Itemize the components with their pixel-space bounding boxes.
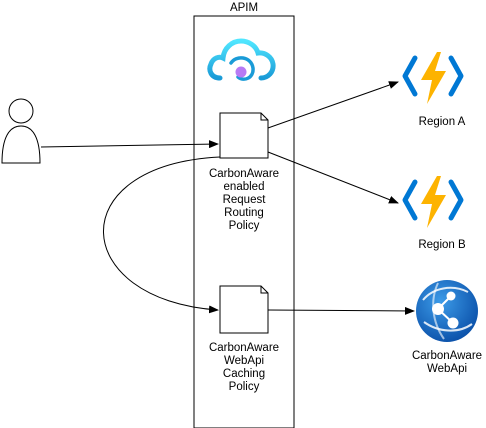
user-icon — [1, 98, 41, 164]
caching-policy-label: CarbonAware WebApi Caching Policy — [194, 342, 294, 394]
routing-policy-line: Routing — [224, 207, 264, 219]
caching-policy-line: Policy — [228, 381, 260, 393]
document-icon — [219, 285, 269, 334]
routing-policy-line: CarbonAware — [208, 168, 280, 180]
caching-policy-line: WebApi — [223, 355, 265, 367]
webapi-label: CarbonAware WebApi — [402, 350, 486, 376]
webapi-line: WebApi — [426, 363, 468, 375]
webapi-line: CarbonAware — [411, 350, 483, 362]
routing-policy-line: Policy — [228, 220, 260, 232]
edge-routing-to-region-b — [267, 151, 399, 204]
region-b-label: Region B — [418, 239, 466, 251]
api-management-cloud-icon — [207, 38, 276, 81]
azure-web-app-icon — [416, 280, 478, 342]
azure-function-icon — [402, 52, 464, 104]
apim-label: APIM — [229, 2, 259, 14]
edge-routing-to-caching-policy — [103, 156, 221, 314]
edge-routing-to-region-a — [267, 81, 399, 129]
edge-caching-to-webapi — [267, 306, 415, 315]
edge-user-to-routing-policy — [40, 140, 219, 149]
routing-policy-line: enabled — [223, 181, 265, 193]
region-a-label: Region A — [418, 116, 466, 128]
caching-policy-line: CarbonAware — [208, 342, 280, 354]
apim-container — [193, 15, 295, 428]
routing-policy-label: CarbonAware enabled Request Routing Poli… — [194, 168, 294, 233]
azure-function-icon — [402, 176, 464, 228]
routing-policy-line: Request — [222, 194, 266, 206]
document-icon — [219, 112, 269, 159]
caching-policy-line: Caching — [222, 368, 266, 380]
